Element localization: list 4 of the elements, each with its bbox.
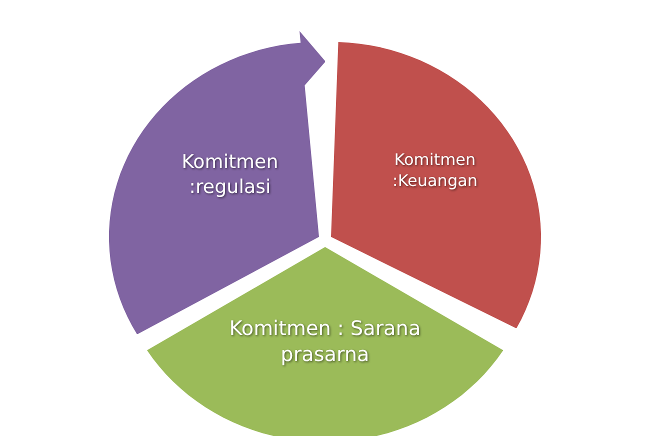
segment-label: Komitmen : Sarana prasarna (228, 315, 422, 367)
cycle-segment (146, 247, 504, 436)
segment-label: Komitmen :Keuangan (391, 150, 479, 192)
segment-label: Komitmen :regulasi (180, 150, 280, 200)
